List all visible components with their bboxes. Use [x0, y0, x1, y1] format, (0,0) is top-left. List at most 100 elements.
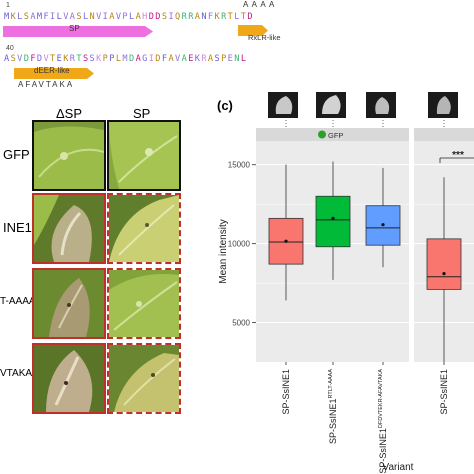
x-tick-label-main: SP-SsINE1 [328, 398, 338, 444]
residue: L [56, 12, 64, 22]
residue: V [175, 54, 182, 64]
leaf-vtaka-sp [107, 343, 181, 414]
box-1 [315, 195, 351, 248]
residue: K [10, 12, 18, 22]
residue: D [148, 12, 156, 22]
sequence-row-1: MKLSAMFILVASLNVIAVPLAHDDSIQRRANFKRTLTD [4, 12, 254, 22]
residue: L [82, 12, 90, 22]
facet-strip-1 [414, 128, 474, 141]
sequence-row-2: ASVDFDVTEKRTSSKPPLMDAGIDFAVAEKRASPENL [4, 54, 247, 64]
residue: E [227, 54, 235, 64]
leaf-rtlt-delta-sp [32, 268, 106, 339]
residue: N [89, 12, 97, 22]
residue: A [181, 54, 189, 64]
residue: S [82, 54, 90, 64]
sp-label: SP [69, 24, 80, 33]
residue: A [135, 54, 143, 64]
thumb-2 [316, 92, 346, 118]
residue: A [109, 12, 116, 22]
residue: A [30, 12, 37, 22]
row-label-vtaka: VTAKA [0, 368, 33, 379]
residue: R [221, 12, 228, 22]
residue: D [36, 54, 44, 64]
row1-number: 1 [6, 2, 10, 9]
motif-top: A A A A [243, 0, 276, 9]
residue: K [214, 12, 222, 22]
residue: I [50, 12, 57, 22]
leaf-gfp-sp [107, 120, 181, 191]
residue: L [234, 12, 241, 22]
x-tick-label: SP-SsINE1 [439, 369, 449, 415]
residue: H [142, 12, 149, 22]
residue: R [188, 12, 195, 22]
residue: T [240, 12, 248, 22]
x-tick-label-sup: DFDVTEKR-AFAVTAKA [378, 369, 384, 428]
residue: S [89, 54, 97, 64]
facet-label-0: GFP [328, 131, 343, 140]
residue: R [181, 12, 189, 22]
leaf-gfp-delta-sp [32, 120, 106, 191]
residue: K [63, 54, 70, 64]
residue: L [240, 54, 248, 64]
residue: V [63, 12, 70, 22]
y-tick-label: 5000 [232, 319, 250, 328]
residue: P [122, 12, 129, 22]
residue: K [194, 54, 202, 64]
residue: R [201, 54, 208, 64]
deer-label: dEER-like [34, 66, 70, 75]
residue: D [247, 12, 254, 22]
residue: L [115, 54, 123, 64]
residue: I [168, 12, 176, 22]
x-tick-label: SP-SsINE1RTLT-AAAA [328, 369, 338, 444]
residue: V [43, 54, 51, 64]
residue: P [102, 54, 110, 64]
facet-strip-0 [256, 128, 409, 141]
residue: E [188, 54, 195, 64]
x-tick-label-main: SP-SsINE1 [439, 369, 449, 415]
sequence-annotation: 1 MKLSAMFILVASLNVIAVPLAHDDSIQRRANFKRTLTD… [0, 0, 474, 95]
residue: D [23, 54, 31, 64]
residue: N [234, 54, 241, 64]
residue: M [36, 12, 44, 22]
col-header-delta-sp: ΔSP [56, 106, 83, 121]
residue: S [76, 12, 83, 22]
residue: S [23, 12, 31, 22]
residue: D [155, 54, 162, 64]
residue: Q [175, 12, 182, 22]
x-tick-label-main: SP-SsINE1 [378, 428, 388, 474]
residue: L [128, 12, 136, 22]
row2-number: 40 [6, 45, 14, 52]
rxlr-arrow [238, 23, 268, 36]
residue: E [56, 54, 64, 64]
residue: S [161, 12, 169, 22]
significance-label: *** [452, 150, 464, 161]
x-tick-label-sup: RTLT-AAAA [328, 369, 334, 399]
residue: T [76, 54, 83, 64]
x-tick-label: SP-SsINE1 [281, 369, 291, 415]
residue: M [4, 12, 11, 22]
residue: A [194, 12, 202, 22]
box-3 [426, 238, 462, 290]
row-label-ine1: INE1 [3, 220, 32, 235]
facet-dot-0 [318, 130, 326, 139]
leaf-rtlt-sp [107, 268, 181, 339]
x-tick-label-main: SP-SsINE1 [281, 369, 291, 415]
thumb-4 [428, 92, 458, 118]
mean-point-0 [284, 239, 288, 243]
residue: F [207, 12, 215, 22]
residue: A [135, 12, 143, 22]
residue: K [96, 54, 103, 64]
residue: F [43, 12, 51, 22]
residue: V [17, 54, 24, 64]
box-0 [268, 217, 304, 265]
residue: S [10, 54, 18, 64]
rxlr-arrow-shape [238, 25, 268, 36]
leaf-ine1-sp [107, 193, 181, 264]
sp-arrow-shape [3, 26, 153, 37]
mean-point-1 [331, 216, 335, 220]
residue: V [115, 12, 123, 22]
chart-panel-label: (c) [217, 98, 233, 113]
motif-bottom: AFAVTAKA [18, 80, 75, 89]
deer-arrow: dEER-like [14, 66, 94, 79]
residue: V [96, 12, 103, 22]
